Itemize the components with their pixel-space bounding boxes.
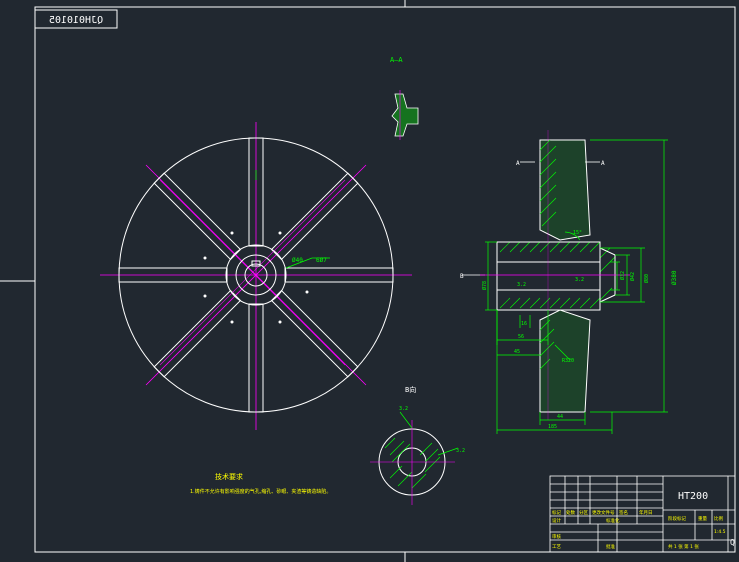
dim-44: 44 <box>557 414 563 420</box>
tb-weight: 重量 <box>698 515 707 522</box>
title-block-text: 标记 处数 分区 更改文件号 签名 年月日 设计 标准化 审核 工艺 批准 阶段… <box>552 509 726 550</box>
dim-bore: Ø32 <box>619 271 626 280</box>
tb-doc: 更改文件号 <box>592 509 615 516</box>
dim-chamfer: 3.2 <box>517 282 526 288</box>
title-block-corner-code: Q <box>730 538 735 547</box>
dim-185: 185 <box>548 424 557 430</box>
hub-outer <box>225 244 287 306</box>
section-arrow-a-right: A <box>601 160 605 167</box>
drawing-number-text: QJH010105 <box>49 15 103 26</box>
tb-zone: 分区 <box>579 509 588 516</box>
drawing-number-box: QJH010105 <box>34 9 118 29</box>
dim-16: 16 <box>521 321 527 327</box>
dim-chamfer2: 3.2 <box>575 277 584 283</box>
dim-45: 45 <box>514 349 520 355</box>
vanes <box>118 137 394 413</box>
section-aa-label: A—A <box>390 56 403 64</box>
impeller-front-view: 6Ø7 Ø40 <box>100 122 412 430</box>
tb-scale: 比例 <box>714 515 723 522</box>
dim-hole: Ø40 <box>292 257 303 264</box>
tb-standard: 标准化 <box>606 517 620 524</box>
section-dimensions <box>485 139 668 434</box>
tb-designer: 设计 <box>552 517 561 524</box>
view-b-arrow: B <box>460 273 464 280</box>
tb-process: 工艺 <box>552 544 561 550</box>
dim-overall: Ø380 <box>671 270 678 285</box>
tb-count: 处数 <box>566 509 575 516</box>
hub-bore <box>244 263 268 287</box>
tech-requirements-line1: 1.铸件不允许有影响强度的气孔,缩孔、砂眼、夹渣等铸造缺陷。 <box>190 488 331 495</box>
section-arrow-a-left: A <box>516 160 520 167</box>
tech-requirements-title: 技术要求 <box>215 472 243 481</box>
dim-radius: R320 <box>562 358 574 364</box>
tb-sign: 签名 <box>619 509 628 516</box>
impeller-section-view: A A B <box>460 130 678 434</box>
tb-scale-value: 1:4.5 <box>714 529 726 535</box>
dim-56: 56 <box>518 334 524 340</box>
dim-shaft: Ø78 <box>481 281 488 290</box>
tb-mark: 标记 <box>552 509 561 516</box>
title-block-material: HT200 <box>678 491 708 502</box>
tb-stage: 阶段标记 <box>668 515 686 522</box>
dim-bolt-circle: 6Ø7 <box>316 257 327 264</box>
bolt-holes <box>203 231 309 324</box>
title-block <box>549 475 736 553</box>
section-aa-detail: A—A <box>390 56 419 140</box>
front-view-dimensions <box>255 170 330 269</box>
dim-hub1: Ø80 <box>643 274 650 283</box>
view-b: B向 3.2 3.2 <box>370 385 465 505</box>
tb-approve: 批准 <box>606 543 615 550</box>
view-b-dim1: 3.2 <box>399 406 408 412</box>
view-b-label: B向 <box>405 385 416 394</box>
dim-angle: 15° <box>573 230 582 236</box>
front-view-centerlines <box>100 122 412 430</box>
keyway <box>251 260 261 267</box>
dim-hub2: Ø42 <box>629 272 636 281</box>
tb-checker: 审核 <box>552 533 561 540</box>
vane-centerlines <box>159 179 346 366</box>
view-b-dim2: 3.2 <box>456 448 465 454</box>
tb-date: 年月日 <box>639 509 653 516</box>
tb-sheet: 共 1 张 第 1 张 <box>668 543 699 550</box>
hub-inner <box>235 254 277 296</box>
